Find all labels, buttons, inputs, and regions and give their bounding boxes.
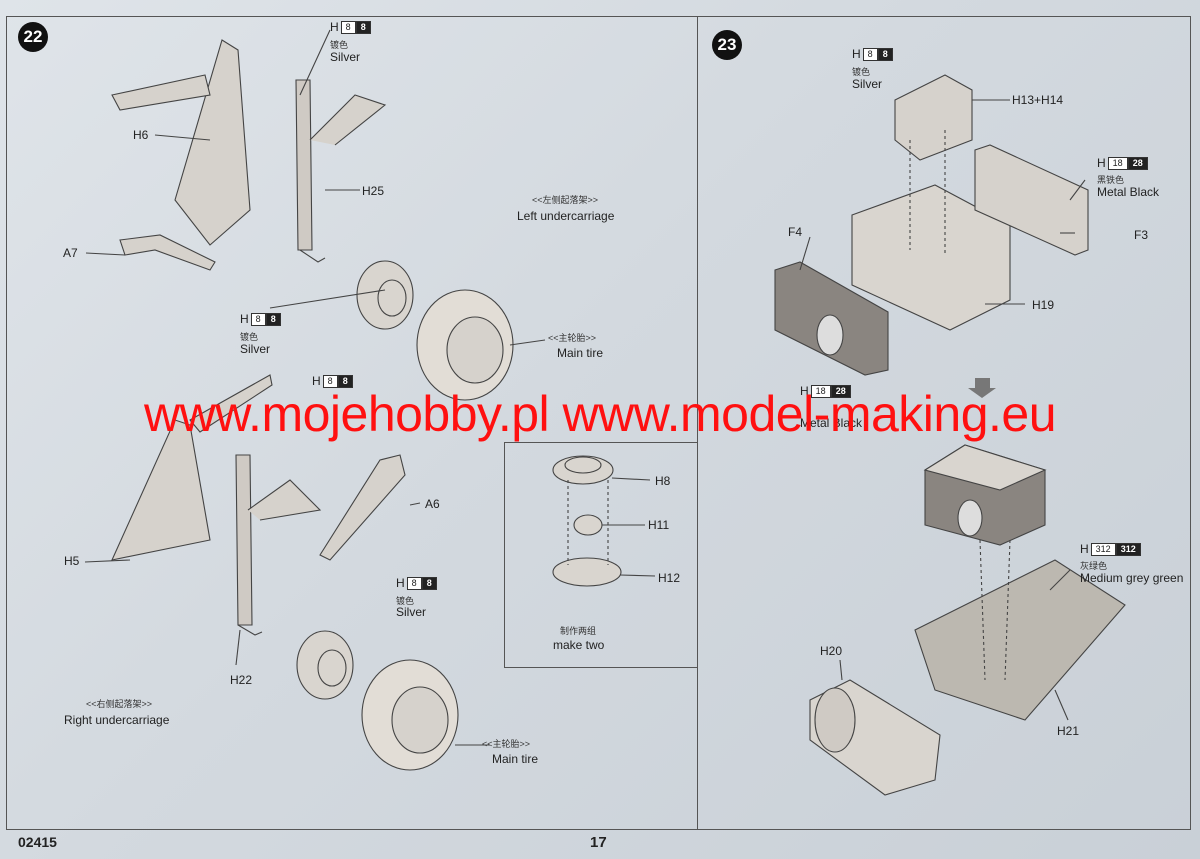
metal-black-label: Metal Black [800, 416, 863, 430]
strut-h22 [235, 454, 253, 626]
inset-h12 [552, 557, 622, 587]
medium-grey-green-cn: 灰绿色 [1080, 561, 1108, 571]
part-label-h5: H5 [64, 554, 80, 568]
watermark-url: www.mojehobby.pl www.model-making.eu [143, 386, 1057, 442]
step-23-badge: 23 [712, 30, 742, 60]
paint-code-silver: H 8 8 [396, 576, 437, 590]
make-two-cn: 制作两组 [560, 626, 597, 636]
right-undercarriage-cn: <<右侧起落架>> [86, 699, 153, 709]
silver-label-cn: 镀色 [396, 596, 415, 606]
door-brace [111, 74, 211, 111]
paint-code-medium-grey-green: H 312 312 [1080, 542, 1141, 556]
metal-black-label: Metal Black [1097, 185, 1160, 199]
part-label-h25: H25 [362, 184, 385, 198]
metal-black-cn: 黑铁色 [1097, 175, 1125, 185]
main-tire-label: Main tire [557, 346, 604, 360]
wheel-assembly-inset [504, 442, 698, 668]
step-22-badge: 22 [18, 22, 48, 52]
part-h13-h14 [894, 74, 973, 161]
silver-label-cn: 镀色 [330, 40, 349, 50]
part-label-h22: H22 [230, 673, 253, 687]
medium-grey-green-label: Medium grey green [1080, 571, 1184, 585]
gear-door-h6 [174, 39, 251, 246]
left-undercarriage-cn: <<左侧起落架>> [532, 195, 599, 205]
silver-label: Silver [330, 50, 361, 64]
step-23-panel [697, 16, 1191, 830]
part-label-h8: H8 [655, 474, 671, 488]
paint-code-silver: H 8 8 [852, 47, 893, 61]
main-tire-cn: <<主轮胎>> [548, 333, 597, 343]
silver-label: Silver [240, 342, 271, 356]
part-label-h21: H21 [1057, 724, 1080, 738]
part-h19 [851, 184, 1011, 331]
part-label-a6: A6 [425, 497, 440, 511]
wheel-hub-right [296, 630, 354, 700]
silver-label-cn: 镀色 [240, 332, 259, 342]
part-label-h12: H12 [658, 571, 681, 585]
part-h21 [914, 559, 1126, 721]
part-f3 [974, 144, 1089, 256]
strut-arm [309, 94, 387, 146]
step-arrow [968, 378, 996, 398]
part-label-f4: F4 [788, 225, 803, 239]
part-label-h20: H20 [820, 644, 843, 658]
right-undercarriage-title: Right undercarriage [64, 713, 170, 727]
kit-code: 02415 [18, 834, 57, 850]
part-label-h11: H11 [648, 518, 670, 532]
wheel-hub-left [356, 260, 414, 330]
silver-label: Silver [396, 605, 427, 619]
part-label-a7: A7 [63, 246, 78, 260]
main-tire-cn: <<主轮胎>> [482, 739, 531, 749]
make-two-note: make two [553, 638, 605, 652]
part-a6 [319, 454, 406, 561]
part-a7 [119, 234, 216, 271]
main-tire-label: Main tire [492, 752, 539, 766]
silver-label: Silver [852, 77, 883, 91]
silver-label-cn: 镀色 [852, 67, 871, 77]
paint-code-silver: H 8 8 [312, 374, 353, 388]
part-label-h13-h14: H13+H14 [1012, 93, 1064, 107]
part-label-h19: H19 [1032, 298, 1055, 312]
page-number: 17 [590, 834, 607, 851]
part-label-f3: F3 [1134, 228, 1149, 242]
left-undercarriage-title: Left undercarriage [517, 209, 615, 223]
paint-code-metal-black: H 18 28 [1097, 156, 1148, 170]
paint-code-metal-black: H 18 28 [800, 384, 851, 398]
paint-code-silver: H 8 8 [330, 20, 371, 34]
paint-code-silver: H 8 8 [240, 312, 281, 326]
gear-door-h5 [111, 419, 211, 561]
inset-h8 [552, 455, 614, 485]
part-label-h6: H6 [133, 128, 149, 142]
strut-h25 [295, 79, 313, 251]
